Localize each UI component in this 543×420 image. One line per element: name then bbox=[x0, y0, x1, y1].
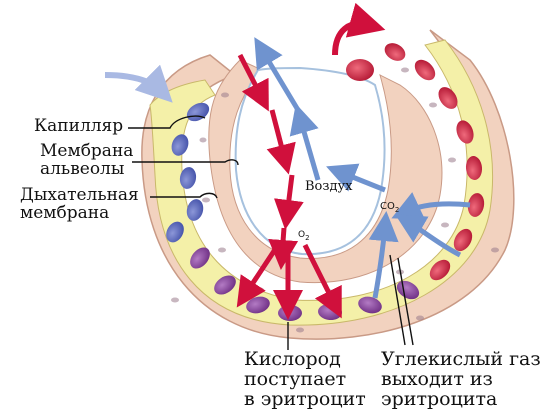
bottom-leader-lines bbox=[287, 254, 414, 350]
label-co2-out: Углекислый газ выходит из эритроцита bbox=[381, 348, 541, 410]
label-oxygen-in: Кислород поступает в эритроцит bbox=[244, 348, 366, 410]
blood-outflow-arrow bbox=[332, 2, 386, 56]
label-co2: CO2 bbox=[380, 201, 400, 214]
label-o2-symbol: O bbox=[298, 230, 306, 240]
blood-inflow-arrow bbox=[104, 64, 173, 103]
label-o2: O2 bbox=[298, 230, 310, 242]
label-oxygen-in-line2: поступает bbox=[244, 367, 347, 390]
label-respiratory-membrane-line1: Дыхательная bbox=[20, 185, 139, 205]
capillary-vessel bbox=[149, 39, 493, 326]
label-oxygen-in-line1: Кислород bbox=[244, 348, 341, 370]
label-oxygen-in-line3: в эритроцит bbox=[244, 387, 366, 410]
label-respiratory-membrane-line2: мембрана bbox=[20, 203, 110, 223]
label-alveolar-membrane-line1: Мембрана bbox=[40, 141, 134, 161]
oxygen-arrows bbox=[236, 53, 342, 320]
co2-arrows bbox=[254, 37, 471, 299]
label-o2-subscript: 2 bbox=[305, 233, 310, 242]
label-air: Воздух bbox=[305, 179, 353, 194]
label-co2-out-line2: выходит из bbox=[381, 367, 493, 390]
red-blood-cells-oxygenated bbox=[346, 43, 485, 281]
label-capillary: Капилляр bbox=[34, 116, 124, 136]
label-co2-symbol: CO bbox=[380, 201, 395, 212]
label-co2-subscript: 2 bbox=[394, 206, 400, 214]
label-co2-out-line1: Углекислый газ bbox=[381, 348, 541, 370]
label-co2-out-line3: эритроцита bbox=[381, 387, 498, 410]
left-leader-lines bbox=[128, 115, 239, 199]
label-alveolar-membrane-line2: альвеолы bbox=[40, 159, 125, 179]
